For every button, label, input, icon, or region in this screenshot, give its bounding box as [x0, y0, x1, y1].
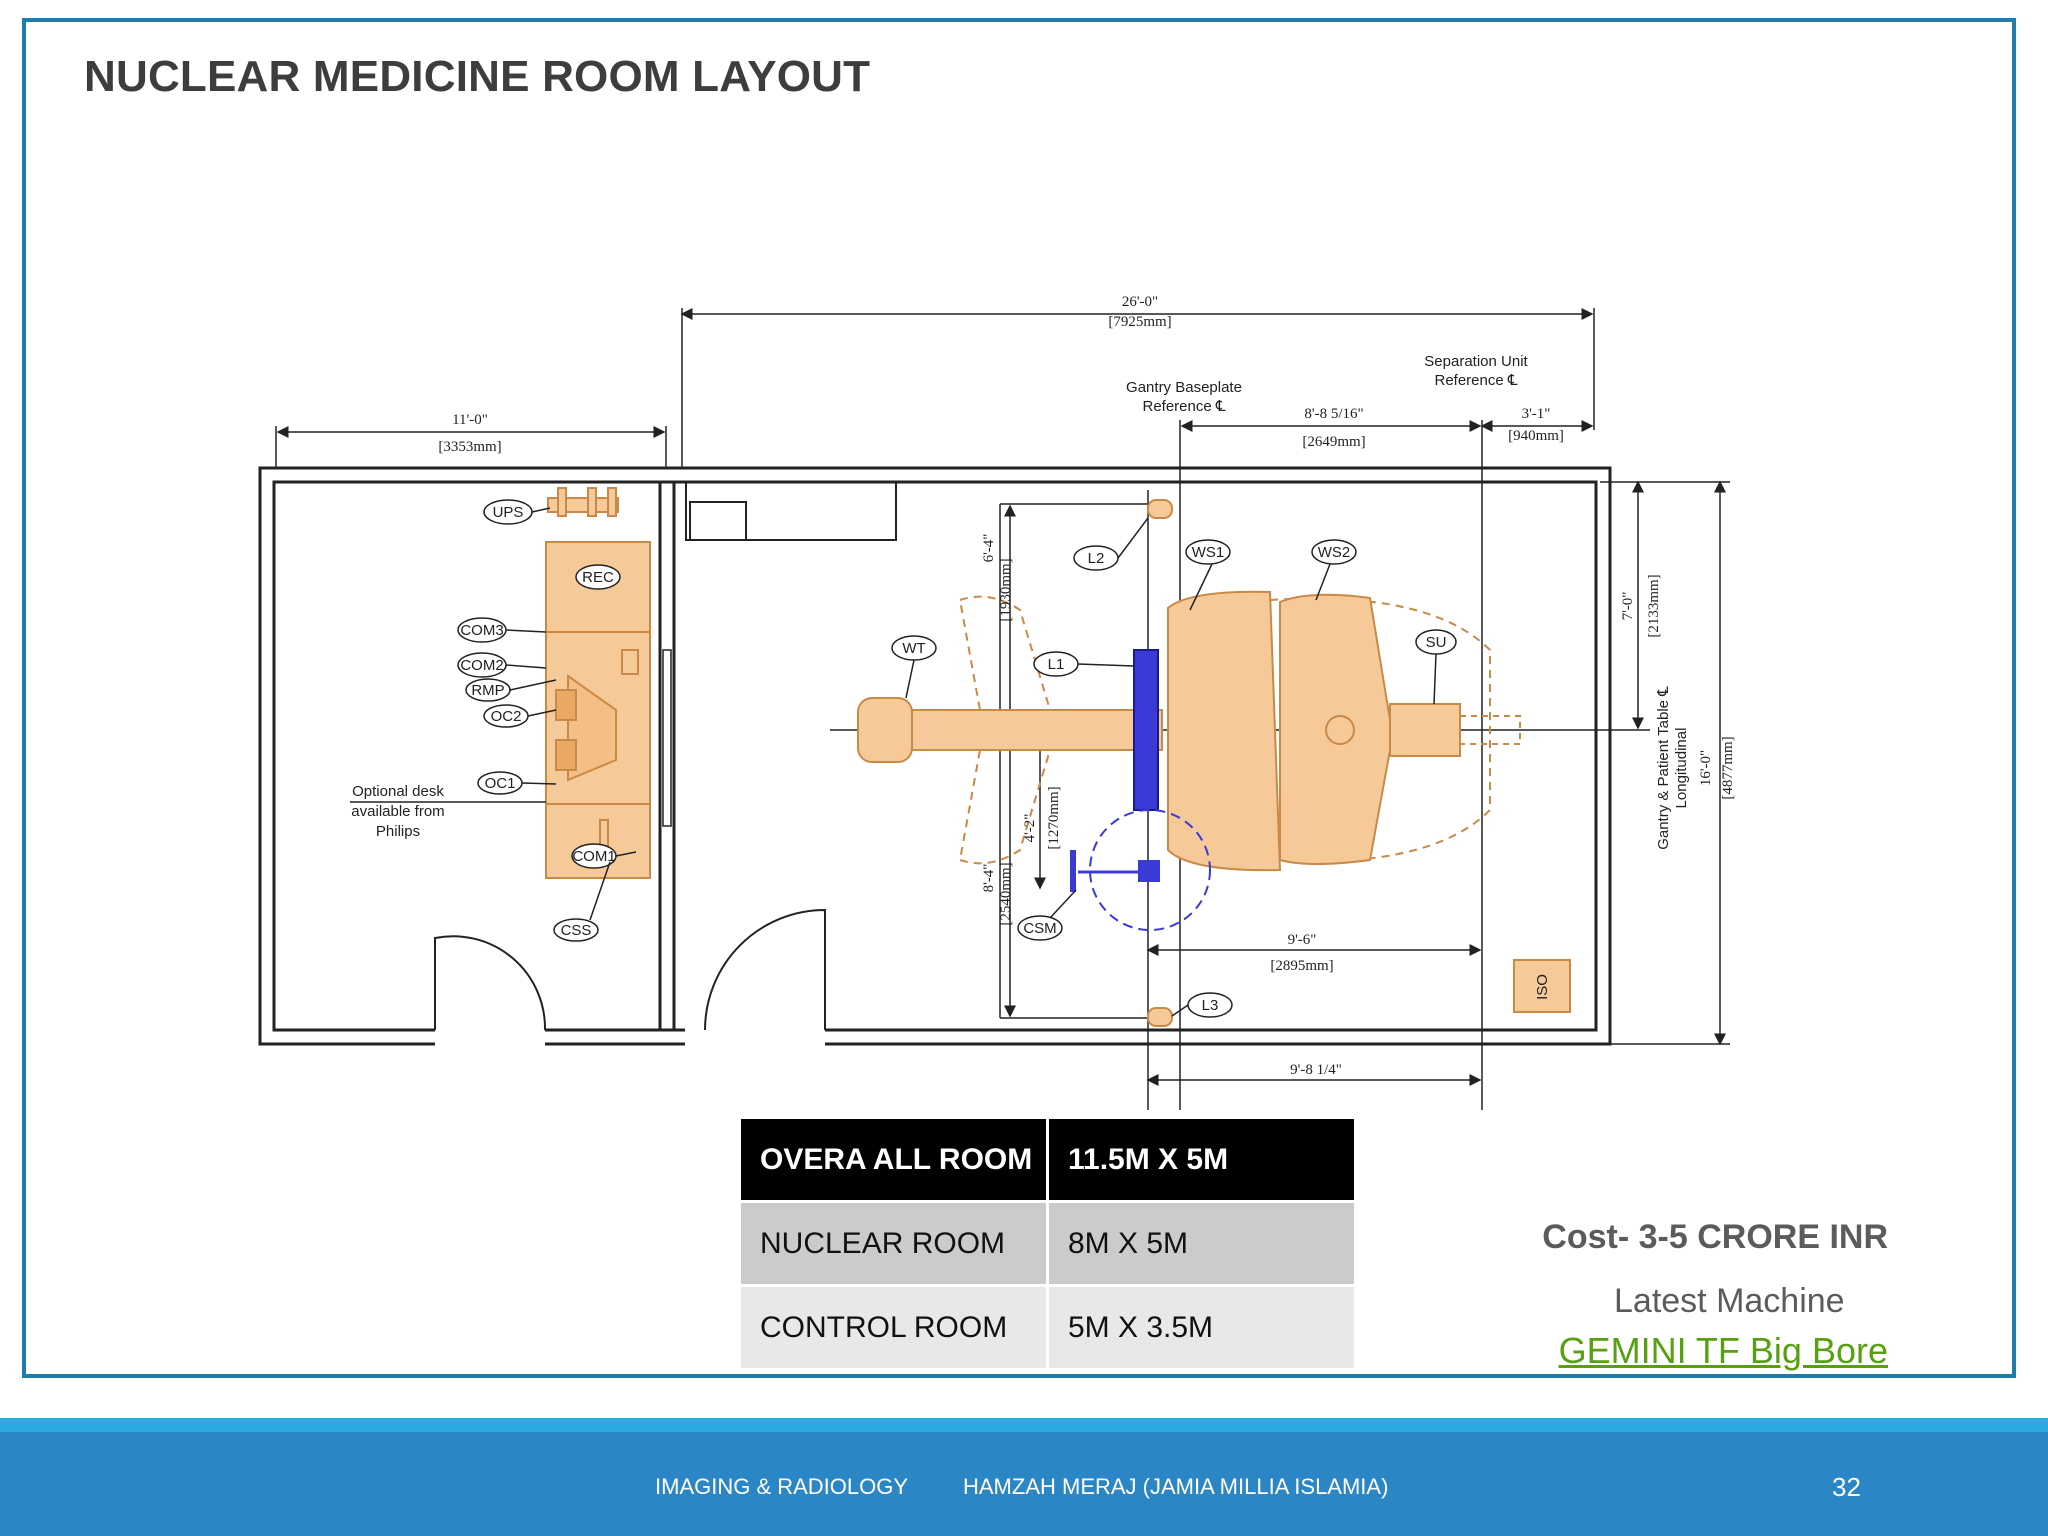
scanner-equipment — [857, 499, 1571, 1027]
latest-machine-label: Latest Machine — [1614, 1282, 1845, 1320]
dim-right-upper-mm: [2133mm] — [1646, 574, 1662, 637]
dim-overall-width: 26'-0" — [1122, 294, 1158, 310]
cost-text: Cost- 3-5 CRORE INR — [1542, 1218, 1888, 1256]
dim-upper-depth: 6'-4" — [981, 534, 997, 563]
ref-gantry-reference: Reference ℄ — [1142, 398, 1225, 415]
ref-longitudinal-2: Longitudinal — [1673, 728, 1690, 809]
door-swing-scan — [704, 908, 826, 1031]
room-size-cell: 11.5M X 5M — [1046, 1116, 1357, 1203]
label-com3: COM3 — [460, 622, 503, 639]
ref-separation-reference: Reference ℄ — [1434, 372, 1517, 389]
table-row: CONTROL ROOM 5M X 3.5M — [738, 1284, 1357, 1371]
label-iso: ISO — [1534, 974, 1551, 1000]
door-swing-control — [434, 935, 547, 1031]
room-size-cell: 5M X 3.5M — [1046, 1284, 1357, 1371]
dim-lower-depth: 8'-4" — [981, 864, 997, 893]
dim-control-width-mm: [3353mm] — [438, 439, 501, 455]
label-com1: COM1 — [572, 848, 615, 865]
dim-room-depth-mm: [4877mm] — [1720, 736, 1736, 799]
room-name-cell: CONTROL ROOM — [738, 1284, 1049, 1371]
floor-plan-diagram: UPS REC COM3 COM2 RMP OC2 OC1 COM1 CSS W… — [258, 294, 1736, 1110]
room-name-cell: OVERA ALL ROOM — [738, 1116, 1049, 1203]
footer-department: IMAGING & RADIOLOGY — [655, 1474, 909, 1499]
footer-bar — [0, 1418, 2048, 1536]
dim-csm-offset: 4'-2" — [1022, 814, 1038, 843]
desk-note-line2: available from — [351, 803, 444, 820]
room-size-cell: 8M X 5M — [1046, 1200, 1357, 1287]
ref-gantry-baseplate: Gantry Baseplate — [1126, 379, 1242, 396]
label-l1: L1 — [1048, 656, 1065, 673]
label-wt: WT — [902, 640, 925, 657]
dim-gantry-to-su: 8'-8 5/16" — [1304, 406, 1363, 422]
dim-csm-offset-mm: [1270mm] — [1046, 786, 1062, 849]
dim-su-offset-mm: [940mm] — [1508, 428, 1564, 444]
room-size-table: OVERA ALL ROOM 11.5M X 5M NUCLEAR ROOM 8… — [738, 1116, 1357, 1371]
ref-separation-unit: Separation Unit — [1424, 353, 1528, 370]
dim-gantry-to-wall: 9'-6" — [1288, 932, 1317, 948]
ref-longitudinal-1: Gantry & Patient Table ℄ — [1655, 686, 1672, 850]
dim-su-offset: 3'-1" — [1522, 406, 1551, 422]
dim-lower-depth-mm: [2540mm] — [998, 862, 1014, 925]
label-oc1: OC1 — [485, 775, 516, 792]
label-com2: COM2 — [460, 657, 503, 674]
dim-bottom: 9'-8 1/4" — [1290, 1062, 1342, 1078]
machine-link[interactable]: GEMINI TF Big Bore — [1558, 1330, 1888, 1371]
control-room-equipment — [545, 487, 651, 879]
dim-room-depth: 16'-0" — [1698, 750, 1714, 786]
dim-overall-width-mm: [7925mm] — [1108, 314, 1171, 330]
label-ws2: WS2 — [1318, 544, 1351, 561]
label-rmp: RMP — [471, 682, 504, 699]
table-row: NUCLEAR ROOM 8M X 5M — [738, 1200, 1357, 1287]
walls — [258, 466, 1612, 1046]
footer-author: HAMZAH MERAJ (JAMIA MILLIA ISLAMIA) — [963, 1474, 1389, 1499]
viewing-window — [662, 649, 672, 827]
room-name-cell: NUCLEAR ROOM — [738, 1200, 1049, 1287]
slide-frame — [22, 18, 2016, 1378]
dim-gantry-to-wall-mm: [2895mm] — [1270, 958, 1333, 974]
label-ws1: WS1 — [1192, 544, 1225, 561]
patient-table-control — [1070, 649, 1211, 931]
label-l3: L3 — [1202, 997, 1219, 1014]
desk-note-line3: Philips — [376, 823, 420, 840]
label-rec: REC — [582, 569, 614, 586]
page-number: 32 — [1832, 1472, 1861, 1502]
desk-note-line1: Optional desk — [352, 783, 444, 800]
dim-gantry-to-su-mm: [2649mm] — [1302, 434, 1365, 450]
label-l2: L2 — [1088, 550, 1105, 567]
dim-control-width: 11'-0" — [452, 412, 488, 428]
dim-right-upper: 7'-0" — [1620, 592, 1636, 621]
slide-title: NUCLEAR MEDICINE ROOM LAYOUT — [84, 52, 871, 101]
label-csm: CSM — [1023, 920, 1056, 937]
label-ups: UPS — [493, 504, 524, 521]
table-row: OVERA ALL ROOM 11.5M X 5M — [738, 1116, 1357, 1203]
label-oc2: OC2 — [491, 708, 522, 725]
dim-upper-depth-mm: [1930mm] — [998, 558, 1014, 621]
label-css: CSS — [561, 922, 592, 939]
label-su: SU — [1426, 634, 1447, 651]
equipment-labels — [457, 499, 1457, 1018]
